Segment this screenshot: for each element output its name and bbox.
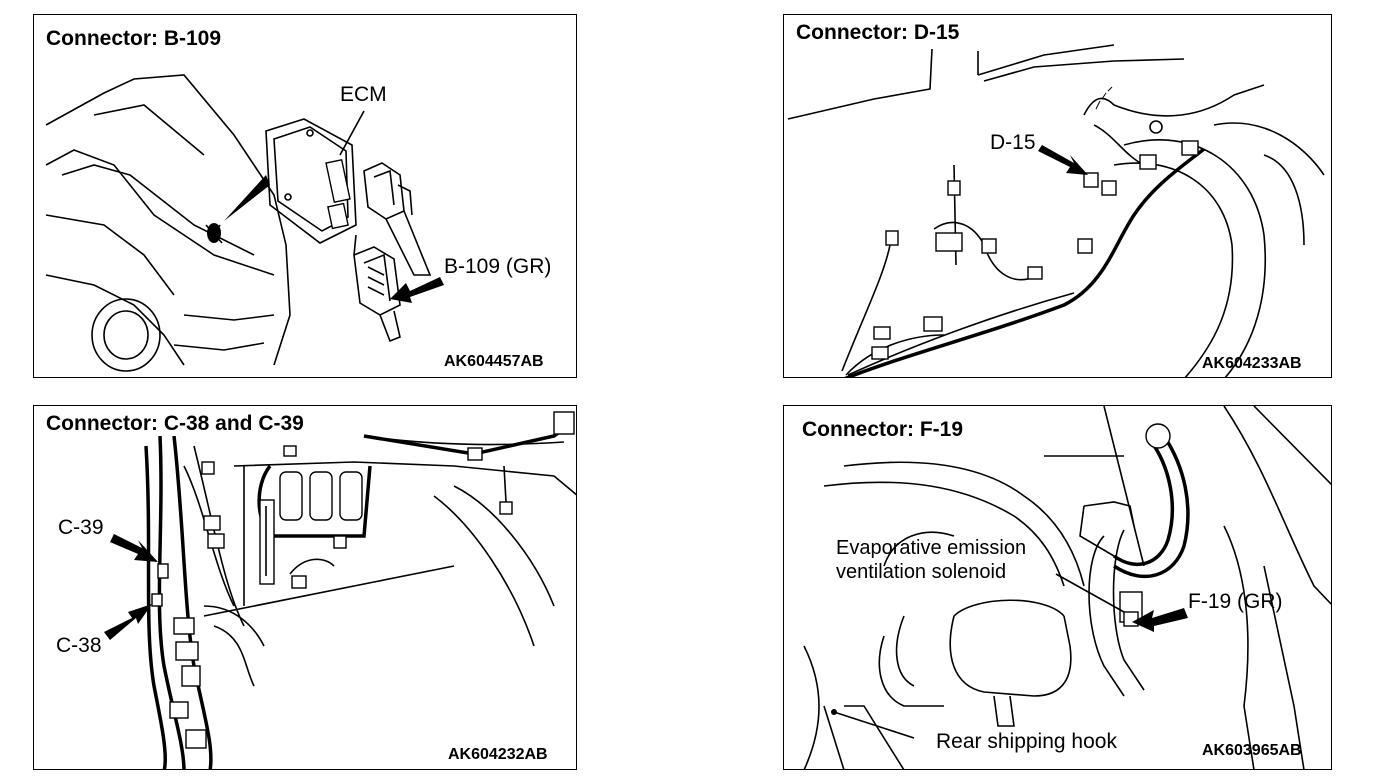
figure-code: AK604457AB (444, 353, 544, 370)
hook-label: Rear shipping hook (936, 730, 1117, 754)
panel-c38-c39: Connector: C-38 and C-39 C-39 C-38 AK604… (33, 405, 577, 770)
c38-c39-illustration (104, 411, 576, 769)
figure-code: AK604233AB (1202, 355, 1302, 372)
solenoid-label-line2: ventilation solenoid (836, 561, 1007, 583)
connector-label: B-109 (GR) (444, 255, 552, 279)
solenoid-label-line1: Evaporative emission (836, 537, 1027, 559)
c39-label: C-39 (58, 516, 104, 539)
panel-d15: Connector: D-15 D-15 AK604233AB (783, 14, 1332, 378)
figure-code: AK603965AB (1202, 742, 1302, 759)
d15-illustration (787, 44, 1325, 377)
figure-code: AK604232AB (448, 746, 548, 763)
panel-title: Connector: D-15 (796, 21, 964, 45)
panel-f19: Connector: F-19 Evaporative emission ven… (783, 405, 1332, 770)
panel-title: Connector: B-109 (46, 27, 226, 51)
c38-label: C-38 (56, 634, 102, 657)
panel-title: Connector: F-19 (802, 418, 968, 442)
panel-title: Connector: C-38 and C-39 (46, 412, 308, 436)
ecm-label: ECM (340, 83, 387, 106)
b109-illustration (45, 74, 444, 372)
panel-b109: Connector: B-109 ECM B-109 (GR) AK604457… (33, 14, 577, 378)
f19-illustration (803, 406, 1331, 769)
connector-label: D-15 (990, 131, 1036, 154)
connector-label: F-19 (GR) (1188, 590, 1283, 613)
